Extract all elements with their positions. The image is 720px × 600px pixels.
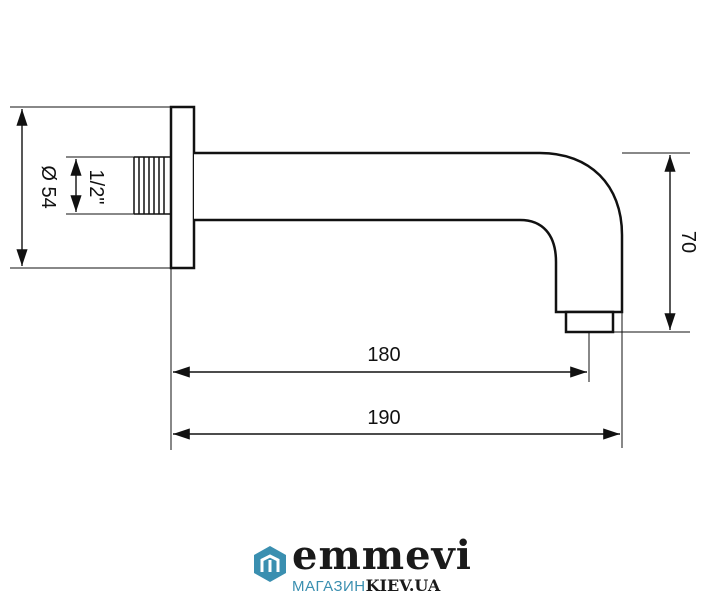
spout-body xyxy=(194,151,624,314)
spout-outlet xyxy=(564,310,615,334)
dim-diameter-label: Ø 54 xyxy=(37,165,59,208)
emmevi-logo-icon xyxy=(254,546,286,582)
dim-thread-label: 1/2" xyxy=(85,170,107,205)
dimension-lines xyxy=(16,109,676,440)
dim-length-180-label: 180 xyxy=(367,344,400,366)
threaded-connector xyxy=(133,156,171,215)
dim-height-label: 70 xyxy=(677,231,699,253)
dim-length-190-label: 190 xyxy=(367,407,400,429)
extension-lines xyxy=(10,106,690,450)
store-domain: KIEV.UA xyxy=(365,576,441,595)
wall-flange xyxy=(169,105,196,270)
brand-wordmark: emmevi xyxy=(292,532,472,579)
brand-subline: МАГАЗИНKIEV.UA xyxy=(292,577,440,596)
store-label: МАГАЗИН xyxy=(292,578,366,595)
